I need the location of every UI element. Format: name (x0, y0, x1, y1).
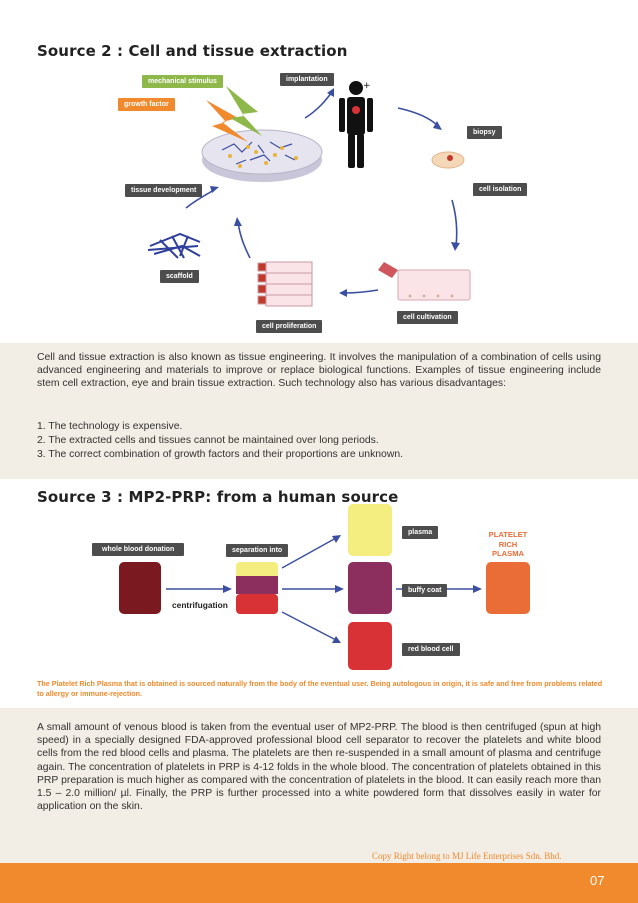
proliferation-flasks-icon (257, 261, 313, 307)
plasma-tube-icon (348, 504, 392, 556)
list-item: 1. The technology is expensive. (37, 421, 183, 432)
tissue-development-label: tissue development (125, 184, 203, 197)
copyright-text: Copy Right belong to MJ Life Enterprises… (372, 851, 562, 861)
source3-text-band (0, 708, 638, 863)
whole-blood-tube-icon (119, 562, 161, 614)
growth-factor-label: growth factor (118, 98, 175, 111)
biopsy-label: biopsy (467, 126, 502, 139)
centrifugation-label: centrifugation (172, 600, 228, 610)
mechanical-stimulus-bolt-icon (226, 86, 262, 136)
tissue-engineering-diagram: + (0, 0, 638, 340)
whole-blood-donation-label: whole blood donation (92, 543, 185, 556)
prp-graphics (119, 504, 530, 670)
mechanical-stimulus-label: mechanical stimulus (142, 75, 223, 88)
cell-proliferation-label: cell proliferation (256, 320, 323, 333)
plasma-label: plasma (402, 526, 439, 539)
footer-bar (0, 863, 638, 903)
source3-paragraph: A small amount of venous blood is taken … (37, 722, 601, 813)
source2-disadvantages-list: 1. The technology is expensive. 2. The e… (37, 420, 403, 462)
source2-heading: Source 2 : Cell and tissue extraction (37, 42, 348, 60)
source2-paragraph: Cell and tissue extraction is also known… (37, 352, 601, 390)
implantation-label: implantation (280, 73, 334, 86)
human-figure-icon: + (339, 81, 373, 168)
separated-tube-icon (236, 562, 278, 614)
tissue-cycle-graphics: + (147, 81, 471, 307)
svg-text:+: + (363, 81, 371, 91)
list-item: 3. The correct combination of growth fac… (37, 449, 403, 460)
red-blood-cell-label: red blood cell (402, 643, 460, 656)
prp-title-line: RICH (498, 539, 518, 549)
separation-into-label: separation into (226, 544, 289, 557)
buffy-coat-tube-icon (348, 562, 392, 614)
cell-cultivation-label: cell cultivation (397, 311, 458, 324)
culture-flask-icon (378, 262, 471, 301)
prp-title-line: PLASMA (491, 549, 525, 558)
source2-text-band (0, 343, 638, 479)
source3-heading: Source 3 : MP2-PRP: from a human source (37, 488, 399, 506)
page-number: 07 (590, 873, 605, 888)
red-blood-cell-tube-icon (348, 622, 392, 670)
list-item: 2. The extracted cells and tissues canno… (37, 435, 379, 446)
petri-dish-icon (201, 129, 323, 182)
prp-title: PLATELET RICH PLASMA (478, 530, 538, 559)
prp-tube-icon (486, 562, 530, 614)
prp-note: The Platelet Rich Plasma that is obtaine… (37, 679, 603, 698)
scaffold-icon (147, 232, 201, 259)
buffy-coat-label: buffy coat (402, 584, 448, 597)
cell-isolation-label: cell isolation (473, 183, 528, 196)
scaffold-label: scaffold (160, 270, 199, 283)
growth-factor-bolt-icon (206, 100, 248, 142)
prp-title-line: PLATELET (488, 530, 528, 539)
prp-diagram: whole blood donation separation into cen… (0, 500, 638, 670)
